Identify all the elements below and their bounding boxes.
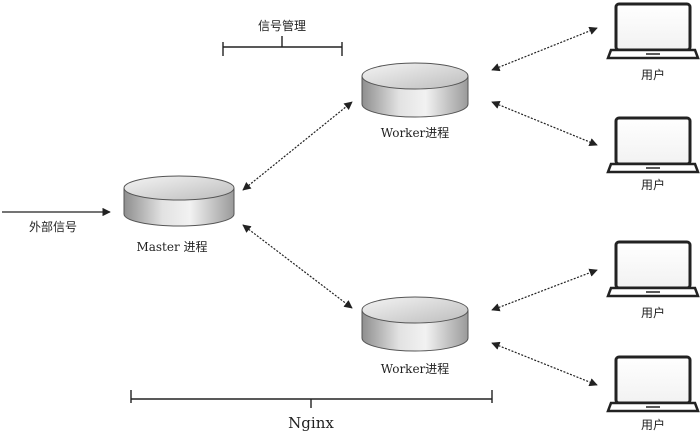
user-label: 用户 [641,177,665,192]
worker1-user1-arrow [491,26,598,72]
worker-process-label-2: Worker进程 [381,361,450,376]
signal-management-label: 信号管理 [258,18,306,33]
master-worker1-arrow [242,101,353,191]
master-process-node: Master 进程 [123,175,235,254]
user-label: 用户 [641,305,665,320]
worker2-user3-arrow [491,268,598,312]
worker-process-label-1: Worker进程 [381,125,450,140]
nginx-bracket: Nginx [130,390,493,432]
user-node-4: 用户 [606,355,700,432]
external-signal-label: 外部信号 [29,219,77,234]
signal-management-bracket: 信号管理 [222,18,343,56]
worker2-user4-arrow [491,341,598,387]
user-node-3: 用户 [606,240,700,320]
worker-process-node-2: Worker进程 [361,296,469,376]
external-signal: 外部信号 [2,207,111,234]
user-label: 用户 [641,417,665,432]
laptop-icon [606,240,700,298]
worker-process-node-1: Worker进程 [361,62,469,140]
laptop-icon [606,116,700,174]
worker1-user2-arrow [491,100,598,147]
master-worker2-arrow [242,224,353,309]
laptop-icon [606,2,700,60]
user-label: 用户 [641,67,665,82]
nginx-label: Nginx [288,414,334,432]
master-process-label: Master 进程 [136,239,207,254]
laptop-icon [606,355,700,413]
user-node-1: 用户 [606,2,700,82]
user-node-2: 用户 [606,116,700,192]
